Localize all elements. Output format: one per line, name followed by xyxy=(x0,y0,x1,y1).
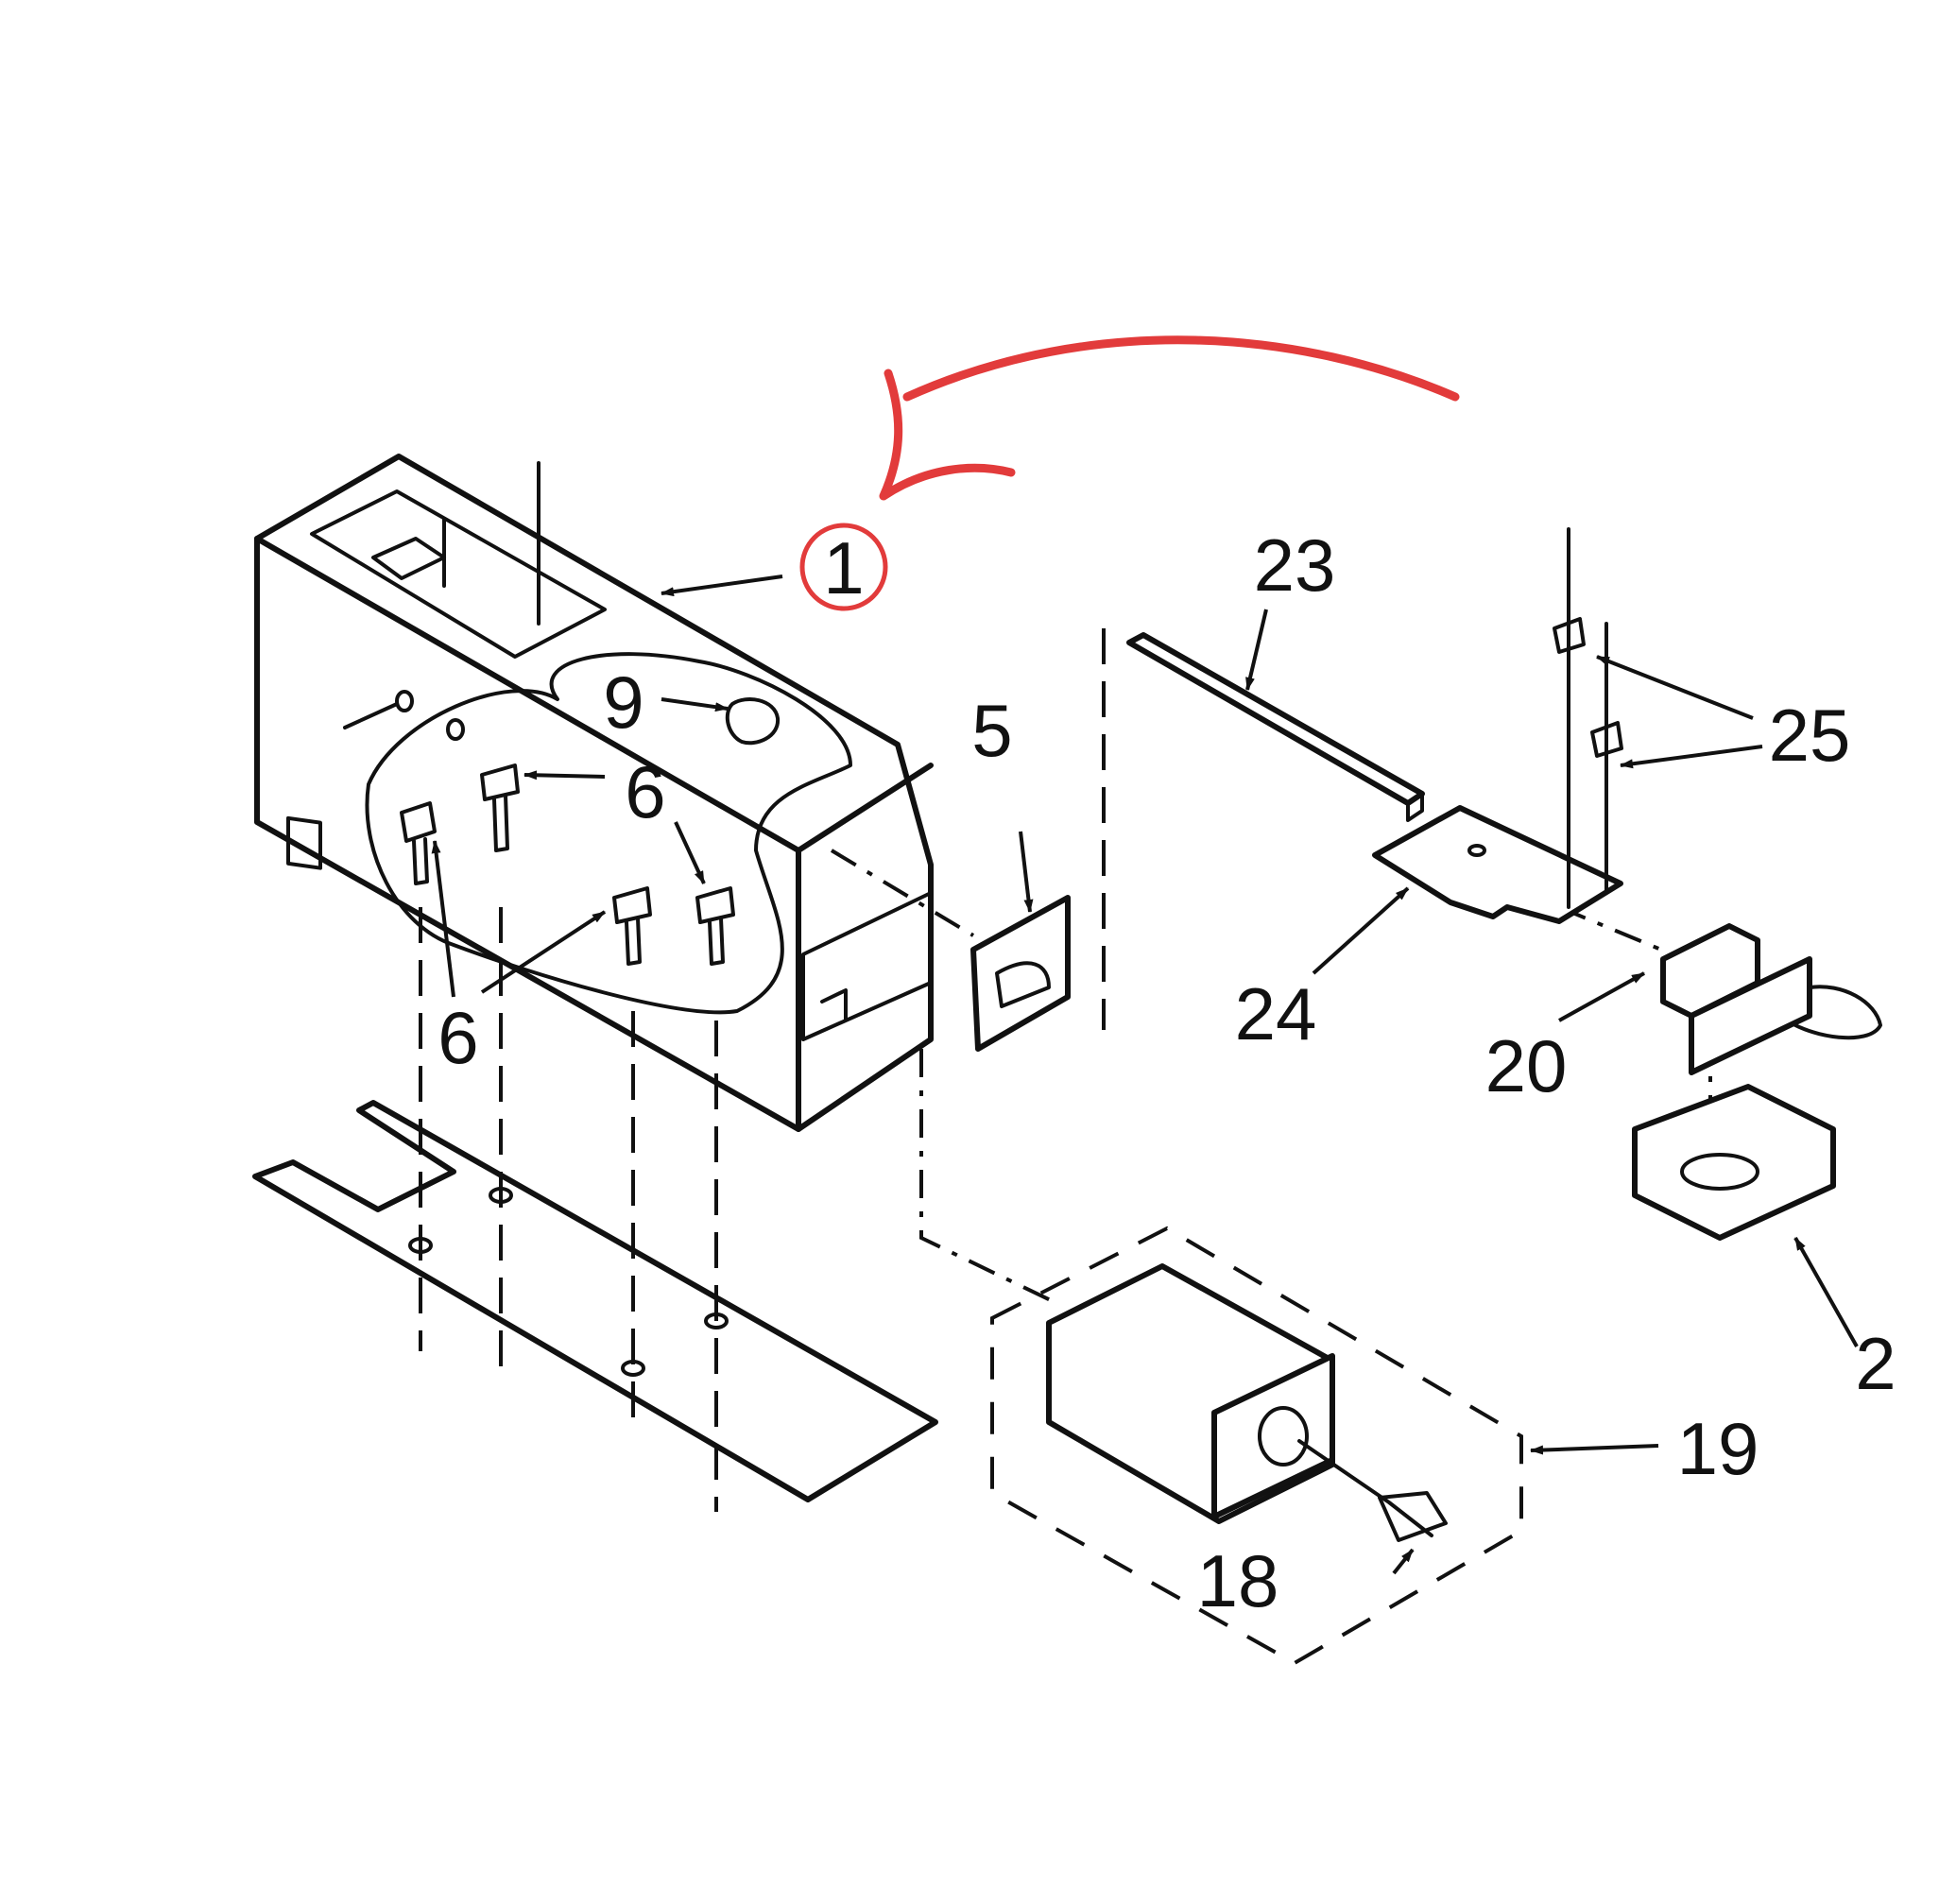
arrow-6b-2 xyxy=(480,910,607,994)
callout-9: 9 xyxy=(603,660,643,744)
callout-25: 25 xyxy=(1769,694,1851,777)
screws xyxy=(1553,617,1623,758)
callout-20: 20 xyxy=(1485,1024,1568,1107)
bracket-plate xyxy=(970,895,1071,1052)
callout-6-lower: 6 xyxy=(438,996,478,1079)
arrow-9 xyxy=(661,697,729,712)
arrow-20 xyxy=(1558,971,1645,1022)
arrow-6a-1 xyxy=(523,770,606,780)
arrow-5 xyxy=(1019,831,1034,913)
arrow-18 xyxy=(1392,1548,1415,1575)
arrow-23 xyxy=(1245,609,1268,691)
callout-24: 24 xyxy=(1235,972,1317,1055)
callout-23: 23 xyxy=(1254,523,1336,607)
bolt-group xyxy=(400,697,781,966)
dispenser-lever xyxy=(1660,923,1882,1075)
leader-arrows xyxy=(431,575,1859,1575)
callout-5: 5 xyxy=(971,689,1012,772)
dispenser-housing xyxy=(254,454,934,1132)
red-circle-highlight xyxy=(799,523,888,611)
callout-1: 1 xyxy=(823,526,864,609)
mounting-plate xyxy=(1372,527,1623,924)
arrow-6b-1 xyxy=(431,840,455,998)
arrow-2 xyxy=(1793,1237,1859,1347)
seal-strip xyxy=(1126,632,1425,822)
arrow-1 xyxy=(661,575,783,597)
callout-6-upper: 6 xyxy=(625,750,665,833)
callout-19: 19 xyxy=(1677,1407,1759,1490)
drip-tray xyxy=(1632,1084,1836,1241)
arrow-24 xyxy=(1312,886,1410,975)
callout-18: 18 xyxy=(1197,1539,1279,1622)
solenoid-assembly xyxy=(990,1226,1523,1666)
base-plate xyxy=(252,1100,938,1502)
arrow-25-1 xyxy=(1596,655,1754,720)
red-annotation-arrow xyxy=(879,335,1460,501)
arrow-6a-2 xyxy=(674,821,706,884)
callout-2: 2 xyxy=(1855,1322,1896,1405)
arrow-25-2 xyxy=(1620,745,1763,769)
callout-labels: 1 2 5 6 6 9 18 19 20 23 24 25 xyxy=(438,523,1896,1622)
arrow-19 xyxy=(1530,1444,1659,1455)
